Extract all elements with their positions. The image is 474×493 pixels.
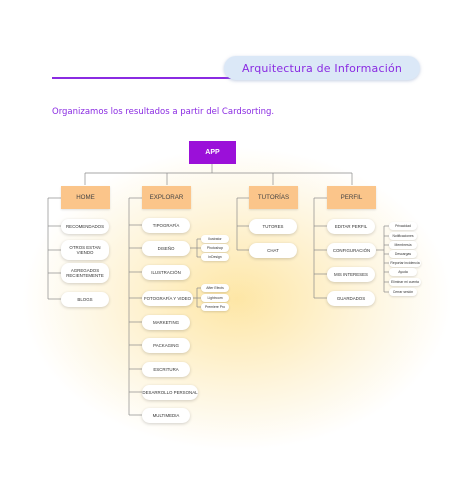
home-item: AGREGADOS RECIENTEMENTE xyxy=(61,263,109,283)
diseno-subitem: Photoshop xyxy=(201,244,229,252)
config-subitem: Cerrar sesión xyxy=(389,288,417,296)
home-item: OTROS ESTAN VIENDO xyxy=(61,240,109,260)
config-subitem: Privacidad xyxy=(389,222,417,230)
explorar-header: EXPLORAR xyxy=(142,186,191,209)
config-subitem: Reportar incidencia xyxy=(389,259,421,267)
config-subitem: Ayuda xyxy=(389,268,417,276)
home-item: BLOGS xyxy=(61,292,109,307)
home-item: RECOMENDADOS xyxy=(61,219,109,234)
tutorias-item: TUTORES xyxy=(249,219,297,234)
config-subitem: Membresía xyxy=(389,241,417,249)
explorar-item: DISEÑO xyxy=(142,241,190,256)
perfil-header: PERFIL xyxy=(327,186,376,209)
config-subitem: Eliminar mi cuenta xyxy=(389,278,421,286)
config-subitem: Descargas xyxy=(389,250,417,258)
config-subitem: Notificaciones xyxy=(389,232,417,240)
perfil-item: GUARDADOS xyxy=(327,291,375,306)
explorar-item: FOTOGRAFÍA Y VIDEO xyxy=(142,291,193,306)
title-rule xyxy=(52,77,232,79)
explorar-item: ILUSTRACIÓN xyxy=(142,265,190,280)
foto-subitem: Lightroom xyxy=(201,294,229,302)
explorar-item: DESARROLLO PERSONAL xyxy=(142,385,198,400)
section-title-pill: Arquitectura de Información xyxy=(224,56,420,80)
app-root-node: APP xyxy=(189,141,236,164)
explorar-item: PACKAGING xyxy=(142,338,190,353)
foto-subitem: After Efects xyxy=(201,284,229,292)
diseno-subitem: InDesign xyxy=(201,253,229,261)
section-title: Arquitectura de Información xyxy=(241,61,403,75)
perfil-item: CONFIGURACIÓN xyxy=(327,243,376,258)
home-header: HOME xyxy=(61,186,110,209)
explorar-item: TIPOGRAFÍA xyxy=(142,218,190,233)
perfil-item: EDITAR PERFIL xyxy=(327,219,375,234)
perfil-item: MIS INTERESES xyxy=(327,267,375,282)
tutorias-item: CHAT xyxy=(249,243,297,258)
section-subtitle: Organizamos los resultados a partir del … xyxy=(52,107,275,117)
tutorias-header: TUTORÍAS xyxy=(249,186,298,209)
explorar-item: ESCRITURA xyxy=(142,362,190,377)
explorar-item: MULTIMEDIA xyxy=(142,408,190,423)
foto-subitem: Premiere Pro xyxy=(201,303,229,311)
diseno-subitem: Ilustrator xyxy=(201,235,229,243)
explorar-item: MARKETING xyxy=(142,315,190,330)
